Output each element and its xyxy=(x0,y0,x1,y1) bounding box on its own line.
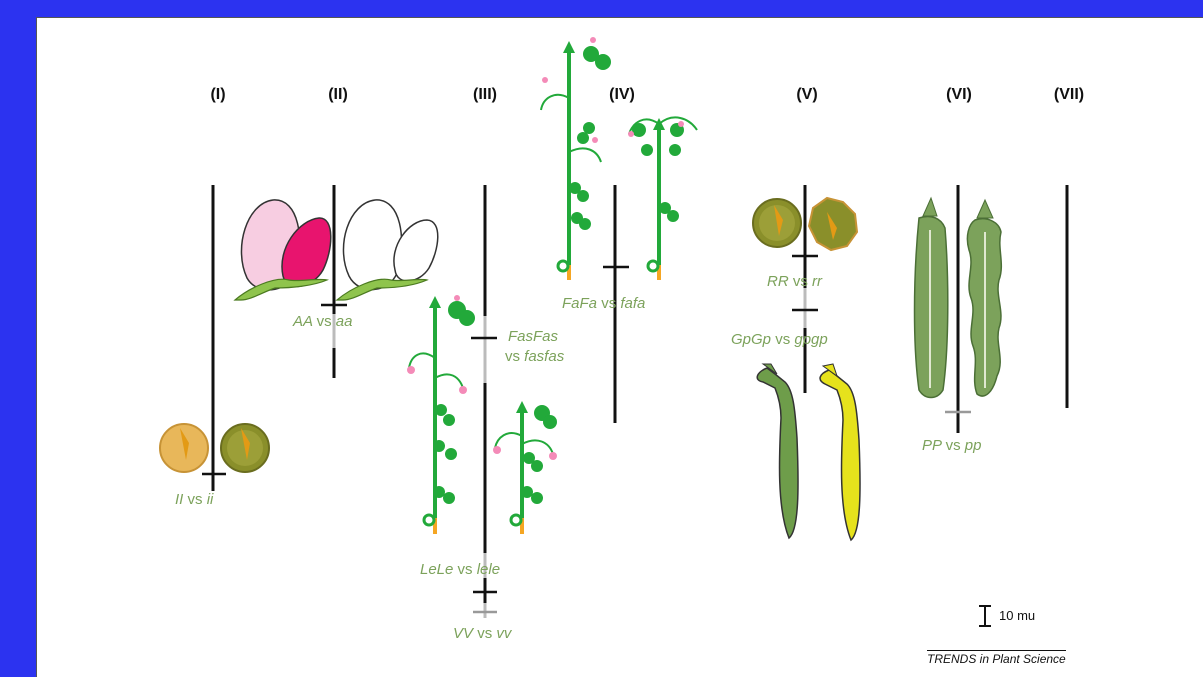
allele-label-P: PP vs pp xyxy=(922,437,981,454)
allele-label-Fas-dominant: FasFas xyxy=(508,328,558,345)
scale-bar-label: 10 mu xyxy=(999,608,1035,623)
plant-tall-fasciated xyxy=(407,295,475,534)
chromosome-label-VI: (VI) xyxy=(946,86,972,104)
diagram-artwork xyxy=(37,18,1203,677)
allele-label-I: II vs ii xyxy=(175,491,213,508)
figure-panel: (I) (II) (III) (IV) (V) (VI) (VII) II vs… xyxy=(36,17,1203,677)
allele-label-Le: LeLe vs lele xyxy=(420,561,500,578)
plant-terminal-flowering xyxy=(628,117,697,280)
flower-pink-purple xyxy=(235,200,331,300)
chromosome-label-II: (II) xyxy=(328,86,348,104)
chromosome-label-III: (III) xyxy=(473,86,497,104)
seed-round-yellow xyxy=(160,424,208,472)
seed-round-green-V xyxy=(753,199,801,247)
seed-wrinkled-green xyxy=(809,198,857,250)
chromosome-label-I: (I) xyxy=(210,86,225,104)
pod-yellow xyxy=(820,364,860,540)
plant-normal-flowering xyxy=(541,37,611,280)
chromosome-label-V: (V) xyxy=(796,86,817,104)
chromosome-VI xyxy=(945,185,971,433)
allele-label-Fa: FaFa vs fafa xyxy=(562,295,645,312)
chromosome-label-VII: (VII) xyxy=(1054,86,1084,104)
pod-green xyxy=(757,364,798,538)
scale-bar xyxy=(979,606,991,626)
allele-label-Fas-recessive: vs fasfas xyxy=(505,348,564,365)
pod-constricted xyxy=(967,200,1001,396)
chromosome-III xyxy=(471,185,497,618)
allele-label-V: VV vs vv xyxy=(453,625,511,642)
chromosome-label-IV: (IV) xyxy=(609,86,635,104)
plant-dwarf xyxy=(493,401,557,534)
allele-label-R: RR vs rr xyxy=(767,273,822,290)
chromosome-II xyxy=(321,185,347,378)
pod-smooth xyxy=(915,198,948,398)
flower-white xyxy=(337,200,438,300)
seed-round-green xyxy=(221,424,269,472)
source-credit: TRENDS in Plant Science xyxy=(927,650,1066,666)
allele-label-Gp: GpGp vs gpgp xyxy=(731,331,828,348)
allele-label-A: AA vs aa xyxy=(293,313,352,330)
